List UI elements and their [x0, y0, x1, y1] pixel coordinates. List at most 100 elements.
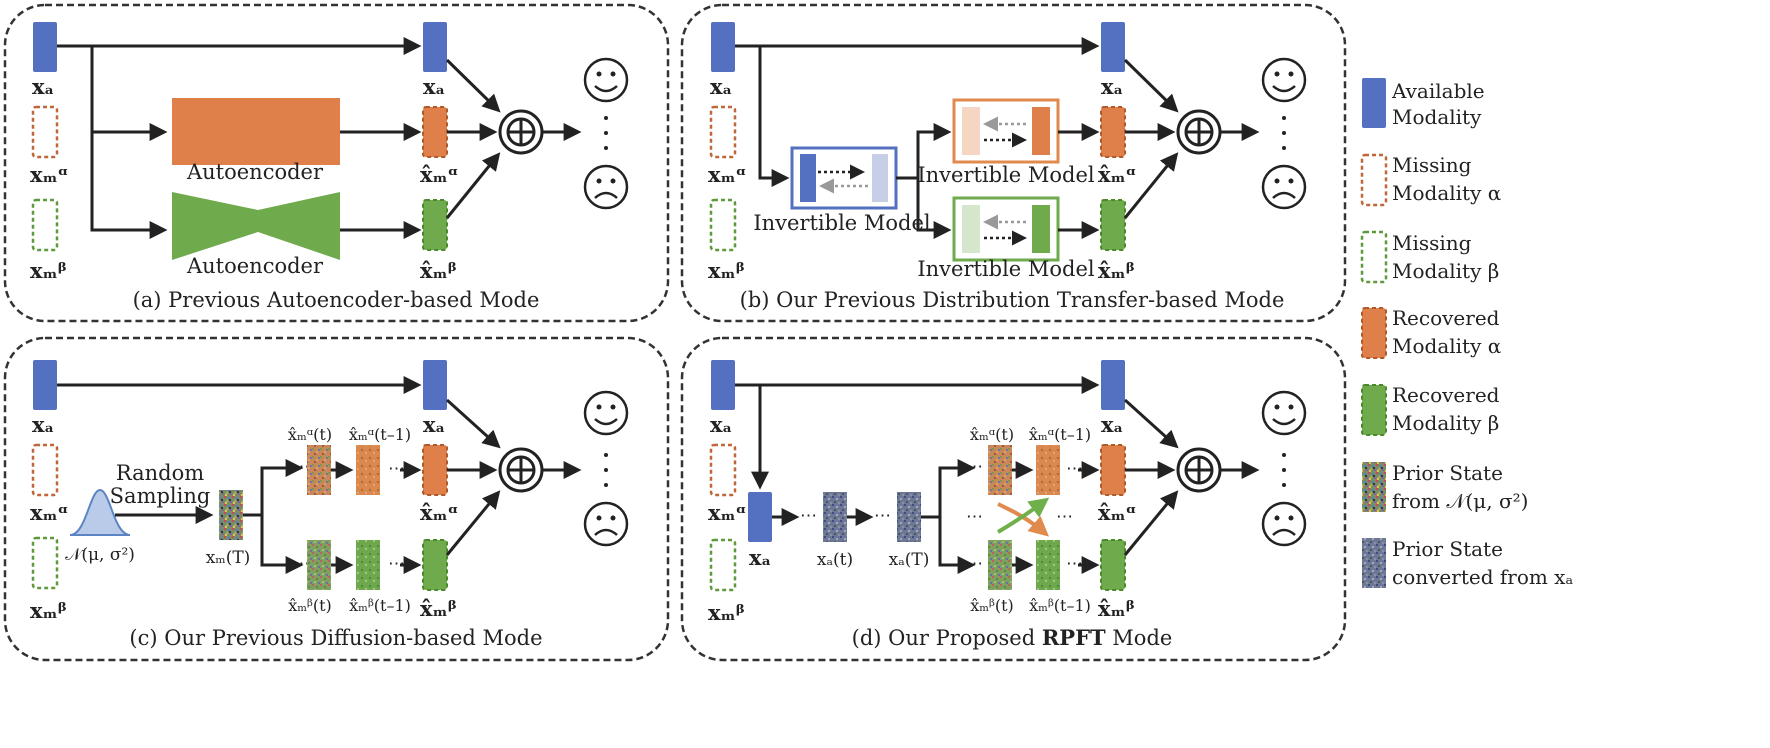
- panel-c: xₐ xₘᵅ xₘᵝ 𝒩(μ, σ²) Random Sampling xₘ(T…: [30, 360, 629, 650]
- legend-label-line1: Available: [1391, 79, 1485, 103]
- xm-beta-label: xₘᵝ: [708, 600, 745, 625]
- xa-T-block: [897, 492, 921, 542]
- panel-b-caption: (b) Our Previous Distribution Transfer-b…: [740, 288, 1285, 312]
- xa-output-block: [1101, 360, 1125, 410]
- frown-icon: [1261, 501, 1307, 547]
- available-modality-block: [33, 22, 57, 72]
- legend-swatch-prior-gaussian: [1362, 462, 1386, 512]
- xhat-beta-label: x̂ₘᵝ: [1098, 258, 1135, 283]
- noisy-alpha-t1-block: [356, 445, 380, 495]
- xhat-beta-label: x̂ₘᵝ: [420, 596, 457, 621]
- recovered-alpha-block: [1100, 106, 1126, 158]
- recovered-alpha-block: [422, 106, 448, 158]
- xhat-alpha-t1-label: x̂ₘᵅ(t–1): [349, 425, 411, 444]
- missing-beta-block: [31, 198, 59, 252]
- ellipsis-text: ⋯: [388, 459, 405, 479]
- ellipsis-text: ⋯: [966, 457, 983, 477]
- invertible-model-top-label: Invertible Model: [917, 163, 1095, 187]
- xm-beta-label: xₘᵝ: [30, 258, 67, 283]
- frown-icon: [583, 501, 629, 547]
- random-sampling-label-line1: Random: [116, 461, 204, 485]
- invertible-model-main-label: Invertible Model: [753, 211, 931, 235]
- recovered-alpha-block: [422, 444, 448, 496]
- autoencoder-bottom: [172, 192, 340, 260]
- xa-output-label: xₐ: [423, 412, 445, 437]
- legend-label-line1: Missing: [1392, 153, 1472, 177]
- xa-output-block: [423, 360, 447, 410]
- ellipsis-text: ⋯: [293, 457, 310, 477]
- legend: Available Modality Missing Modality α Mi…: [1360, 78, 1573, 589]
- xa-output-label: xₐ: [1101, 412, 1123, 437]
- xhat-alpha-t1-label: x̂ₘᵅ(t–1): [1029, 425, 1091, 444]
- panel-b-border: [680, 3, 1347, 323]
- smiley-icon: [583, 57, 629, 103]
- ellipsis-icon: [604, 453, 608, 487]
- frown-icon: [1261, 164, 1307, 210]
- xhat-alpha-label: x̂ₘᵅ: [1098, 162, 1136, 187]
- noisy-alpha-t-block: [307, 445, 331, 495]
- gaussian-curve-icon: [69, 488, 131, 536]
- missing-alpha-block: [31, 105, 59, 159]
- xa-t-block: [823, 492, 847, 542]
- xhat-beta-label: x̂ₘᵝ: [420, 258, 457, 283]
- legend-label-line1: Recovered: [1392, 383, 1500, 407]
- missing-beta-block: [709, 198, 737, 252]
- xa-output-block: [423, 22, 447, 72]
- xa-label: xₐ: [32, 74, 54, 99]
- ellipsis-text: ⋯: [1066, 554, 1083, 574]
- frown-icon: [583, 164, 629, 210]
- xm-alpha-label: xₘᵅ: [30, 162, 68, 187]
- smiley-icon: [1261, 57, 1307, 103]
- xa-output-label: xₐ: [1101, 74, 1123, 99]
- legend-label-line1: Prior State: [1392, 461, 1503, 485]
- panel-b: xₐ xₘᵅ xₘᵝ Invertible Model Invertible M…: [708, 22, 1307, 312]
- recovered-alpha-block: [1100, 444, 1126, 496]
- legend-label-line1: Recovered: [1392, 306, 1500, 330]
- legend-swatch-available: [1362, 78, 1386, 128]
- xa-start-label: xₐ: [749, 545, 771, 570]
- noisy-beta-t-block: [307, 540, 331, 590]
- legend-label-line1: Prior State: [1392, 537, 1503, 561]
- legend-label-line2: Modality α: [1392, 181, 1501, 205]
- ellipsis-text: ⋯: [966, 554, 983, 574]
- available-modality-block: [711, 22, 735, 72]
- ellipsis-icon: [1282, 116, 1286, 150]
- panel-d-caption: (d) Our Proposed RPFT Mode: [852, 625, 1173, 650]
- noisy-alpha-t-block: [988, 445, 1012, 495]
- ellipsis-text: ⋯: [1066, 459, 1083, 479]
- smiley-icon: [1261, 390, 1307, 436]
- xa-output-block: [1101, 22, 1125, 72]
- xhat-beta-t-label: x̂ₘᵝ(t): [288, 596, 332, 615]
- panel-d-border: [680, 336, 1347, 662]
- ellipsis-text: ⋯: [388, 554, 405, 574]
- xa-T-label: xₐ(T): [889, 550, 930, 570]
- random-sampling-label-line2: Sampling: [110, 484, 211, 508]
- smiley-icon: [583, 390, 629, 436]
- xm-alpha-label: xₘᵅ: [708, 162, 746, 187]
- ellipsis-icon: [1282, 453, 1286, 487]
- xm-alpha-label: xₘᵅ: [30, 500, 68, 525]
- xhat-alpha-label: x̂ₘᵅ: [420, 500, 458, 525]
- xhat-beta-t1-label: x̂ₘᵝ(t–1): [349, 596, 411, 615]
- autoencoder-top-label: Autoencoder: [186, 160, 324, 184]
- xa-label: xₐ: [710, 74, 732, 99]
- xa-start-block: [748, 492, 772, 542]
- missing-alpha-block: [709, 105, 737, 159]
- noisy-beta-t-block: [988, 540, 1012, 590]
- panel-a-border: [3, 3, 670, 323]
- xhat-alpha-label: x̂ₘᵅ: [1098, 500, 1136, 525]
- xhat-alpha-t-label: x̂ₘᵅ(t): [970, 425, 1014, 444]
- xa-label: xₐ: [32, 412, 54, 437]
- noisy-beta-t1-block: [1036, 540, 1060, 590]
- ellipsis-text: ⋯: [800, 506, 817, 526]
- legend-swatch-missing-beta: [1360, 230, 1388, 284]
- xhat-alpha-t-label: x̂ₘᵅ(t): [288, 425, 332, 444]
- legend-label-line2: Modality β: [1392, 259, 1499, 283]
- legend-swatch-prior-xa: [1362, 538, 1386, 588]
- ellipsis-text: ⋯: [874, 506, 891, 526]
- ellipsis-text: ⋯: [1056, 507, 1073, 527]
- autoencoder-bottom-label: Autoencoder: [186, 254, 324, 278]
- ellipsis-icon: [604, 116, 608, 150]
- available-modality-block: [711, 360, 735, 410]
